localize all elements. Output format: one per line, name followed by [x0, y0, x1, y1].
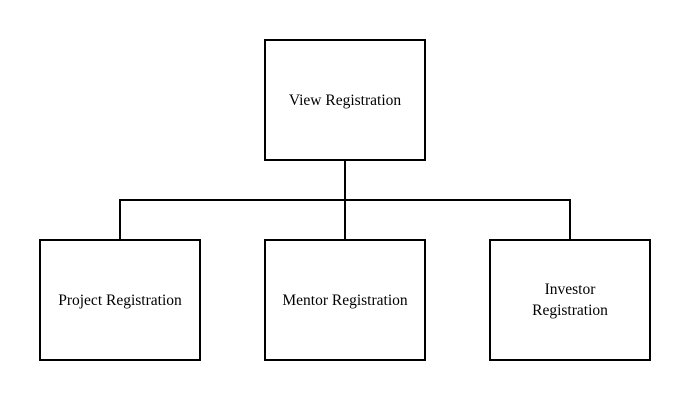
- node-investor-registration-label: Investor Registration: [532, 281, 608, 319]
- node-mentor-registration: Mentor Registration: [264, 239, 426, 361]
- node-mentor-registration-label: Mentor Registration: [282, 291, 408, 309]
- node-project-registration-label: Project Registration: [58, 291, 182, 309]
- node-investor-registration: Investor Registration: [489, 239, 651, 361]
- node-project-registration: Project Registration: [39, 239, 201, 361]
- node-view-registration: View Registration: [264, 39, 426, 161]
- node-view-registration-label: View Registration: [288, 91, 402, 109]
